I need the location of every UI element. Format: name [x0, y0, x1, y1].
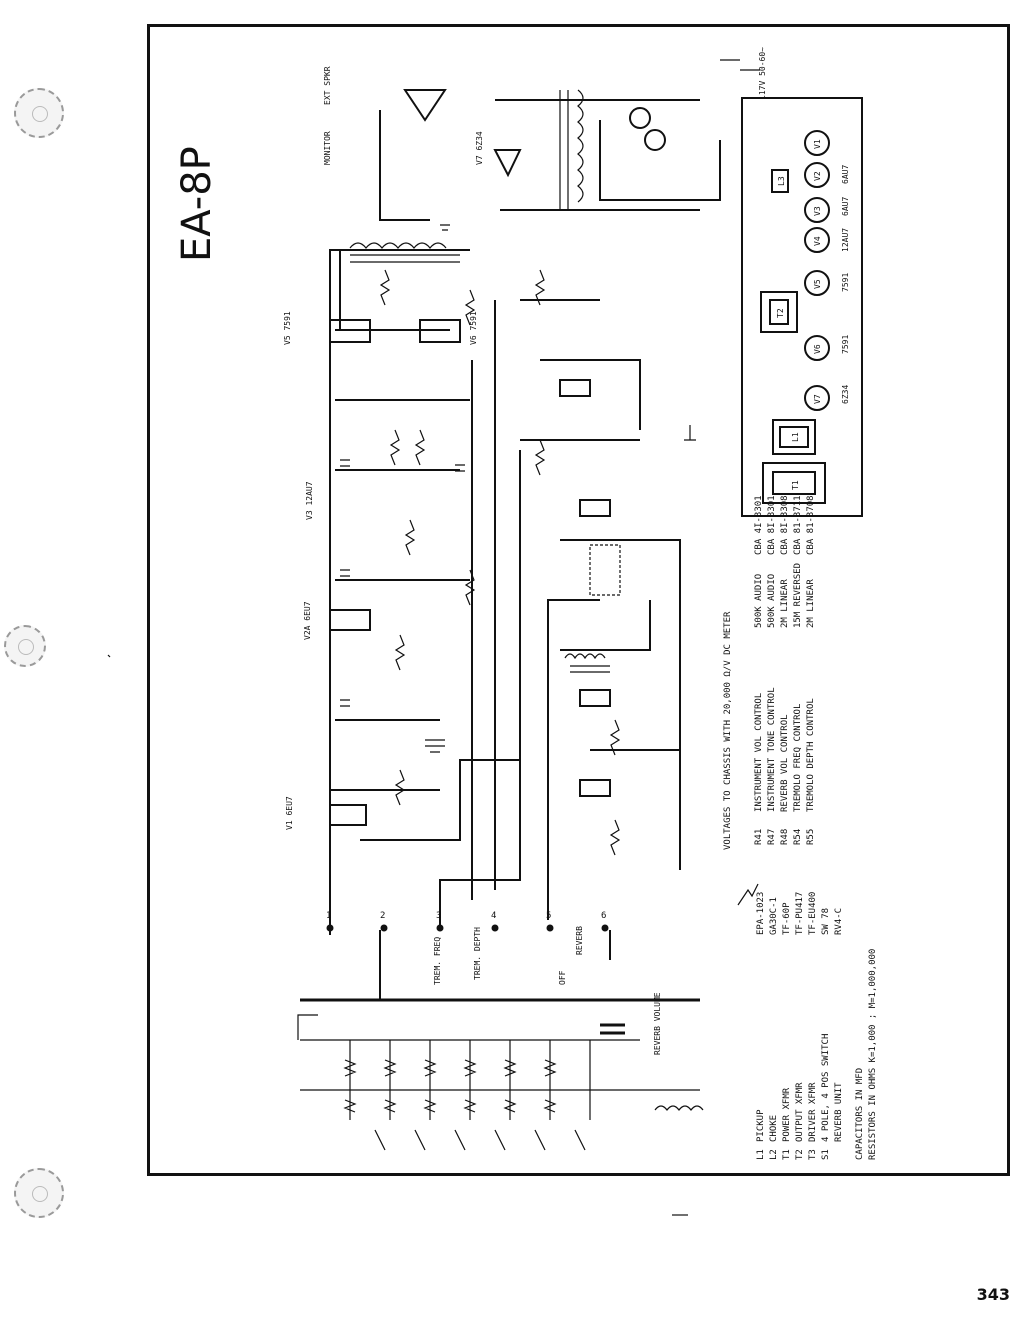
- layout-tube-type-2: 7591: [841, 335, 850, 354]
- tube-label-v2a: V2A 6EU7: [303, 601, 312, 640]
- control-ref-r48: R48: [780, 829, 790, 845]
- layout-tube-type-6: 6AU7: [841, 165, 850, 184]
- units-note-capacitors: CAPACITORS IN MFD: [855, 1068, 865, 1160]
- part-code-t3: TF-PU417: [795, 892, 805, 935]
- part-code-s1: TF-EU400: [808, 892, 818, 935]
- layout-label-v5: V5: [813, 279, 822, 289]
- part-code-t1: GA30C-1: [769, 897, 779, 935]
- tube-label-v6: V6 7591: [469, 311, 478, 345]
- layout-label-v6: V6: [813, 344, 822, 354]
- tube-symbols: [329, 89, 611, 826]
- part-desc-t1: POWER XFMR: [782, 1087, 792, 1142]
- part-code-rv4c: RV4-C: [834, 908, 844, 935]
- parts-legend: L1 PICKUP L2 CHOKE EPA-1023 T1 POWER XFM…: [737, 883, 844, 1160]
- reverb-annotation: REVERB: [575, 926, 584, 955]
- control-ref-r47: R47: [767, 829, 777, 845]
- control-ref-r55: R55: [806, 829, 816, 845]
- connector-4-label: 4: [491, 911, 496, 921]
- tube-label-v5: V5 7591: [283, 311, 292, 345]
- connector-2-label: 2: [380, 911, 385, 921]
- control-desc-r55: TREMOLO DEPTH CONTROL: [806, 698, 816, 812]
- trem-depth-annotation: TREM. DEPTH: [473, 927, 482, 980]
- part-desc-l2: CHOKE: [769, 1115, 779, 1142]
- layout-label-t1: T1: [791, 480, 800, 490]
- part-ref-l1: L1: [756, 1149, 766, 1160]
- hole-punch-bottom: [14, 1168, 64, 1218]
- layout-tube-type-3: 7591: [841, 273, 850, 292]
- tube-label-v7: V7 6Z34: [475, 131, 484, 165]
- control-value-r54: 15M REVERSED: [793, 563, 803, 628]
- schematic-border: [147, 24, 1010, 1176]
- part-desc-t3: DRIVER XFMR: [808, 1082, 818, 1142]
- control-ref-r41: R41: [754, 829, 764, 845]
- schematic-title: EA-8P: [174, 146, 220, 262]
- control-part-r48: CBA 8I-3308: [780, 495, 790, 555]
- control-part-r47: CBA 8I-3301: [767, 495, 777, 555]
- hole-punch-top: [14, 88, 64, 138]
- control-part-r41: CBA 4I-3301: [754, 495, 764, 555]
- layout-label-t2: T2: [776, 308, 785, 318]
- part-code-l2: EPA-1023: [756, 892, 766, 935]
- trem-freq-annotation: TREM. FREQ: [433, 937, 442, 985]
- control-value-r48: 2M LINEAR: [780, 579, 790, 628]
- connector-3-label: 3: [436, 911, 441, 921]
- tube-label-v1: V1 6EU7: [285, 796, 294, 830]
- part-desc-reverb-unit: REVERB UNIT: [834, 1082, 844, 1142]
- off-annotation: OFF: [558, 970, 567, 985]
- connector-nodes: [326, 924, 609, 932]
- tube-label-v3: V3 12AU7: [305, 481, 314, 520]
- layout-label-v7: V7: [813, 394, 822, 404]
- page-number: 343: [976, 1285, 1010, 1304]
- units-note-resistors: RESISTORS IN OHMS K=1,000 ; M=1,000,000: [868, 949, 878, 1160]
- control-part-r54: CBA 81-3711: [793, 495, 803, 555]
- controls-legend: R41 INSTRUMENT VOL CONTROL 500K AUDIO CB…: [754, 495, 816, 845]
- control-desc-r48: REVERB VOL CONTROL: [780, 714, 790, 812]
- voltage-note: VOLTAGES TO CHASSIS WITH 20,000 Ω/V DC M…: [723, 611, 733, 850]
- connector-6-label: 6: [601, 911, 606, 921]
- control-part-r55: CBA 81-3708: [806, 495, 816, 555]
- wiring: [300, 99, 721, 1091]
- pickup-tone-network: [297, 1014, 704, 1151]
- connector-5-label: 5: [546, 911, 551, 921]
- layout-tube-type-1: 6Z34: [841, 385, 850, 404]
- mains-annotation: 117V 50-60~: [758, 47, 767, 100]
- tube-layout-diagram: [741, 97, 863, 517]
- ext-speaker-jack-label: EXT SPKR: [323, 66, 332, 105]
- reverb-volume-annotation: REVERB VOLUME: [653, 992, 662, 1055]
- control-ref-r54: R54: [793, 829, 803, 845]
- part-ref-t2: T2: [795, 1149, 805, 1160]
- control-desc-r47: INSTRUMENT TONE CONTROL: [767, 687, 777, 812]
- control-value-r47: 500K AUDIO: [767, 574, 777, 628]
- control-value-r41: 500K AUDIO: [754, 574, 764, 628]
- layout-label-l3: L3: [777, 176, 786, 186]
- part-code-t2: TF-60P: [782, 902, 792, 935]
- layout-label-v2: V2: [813, 171, 822, 181]
- part-ref-t1: T1: [782, 1149, 792, 1160]
- layout-label-l1: L1: [791, 432, 800, 442]
- layout-tube-type-4: 12AU7: [841, 228, 850, 252]
- passive-components: [340, 224, 696, 856]
- part-desc-t2: OUTPUT XFMR: [795, 1082, 805, 1142]
- arrow-mark: [737, 883, 759, 906]
- transformers: [349, 59, 760, 673]
- control-value-r55: 2M LINEAR: [806, 579, 816, 628]
- hole-punch-middle: [4, 625, 46, 667]
- monitor-jack-label: MONITOR: [323, 131, 332, 165]
- part-desc-l1: PICKUP: [756, 1109, 766, 1142]
- layout-label-v1: V1: [813, 139, 822, 149]
- connector-1-label: 1: [326, 911, 331, 921]
- control-desc-r54: TREMOLO FREQ CONTROL: [793, 704, 803, 812]
- layout-label-v4: V4: [813, 236, 822, 246]
- stray-mark: [107, 654, 111, 658]
- part-ref-t3: T3: [808, 1149, 818, 1160]
- part-ref-l2: L2: [769, 1149, 779, 1160]
- part-code-reverb-unit: SW 78: [821, 908, 831, 935]
- part-ref-s1: S1: [821, 1149, 831, 1160]
- part-desc-s1: 4 POLE, 4 POS SWITCH: [821, 1034, 831, 1142]
- layout-label-v3: V3: [813, 206, 822, 216]
- layout-tube-type-5: 6AU7: [841, 197, 850, 216]
- control-desc-r41: INSTRUMENT VOL CONTROL: [754, 693, 764, 812]
